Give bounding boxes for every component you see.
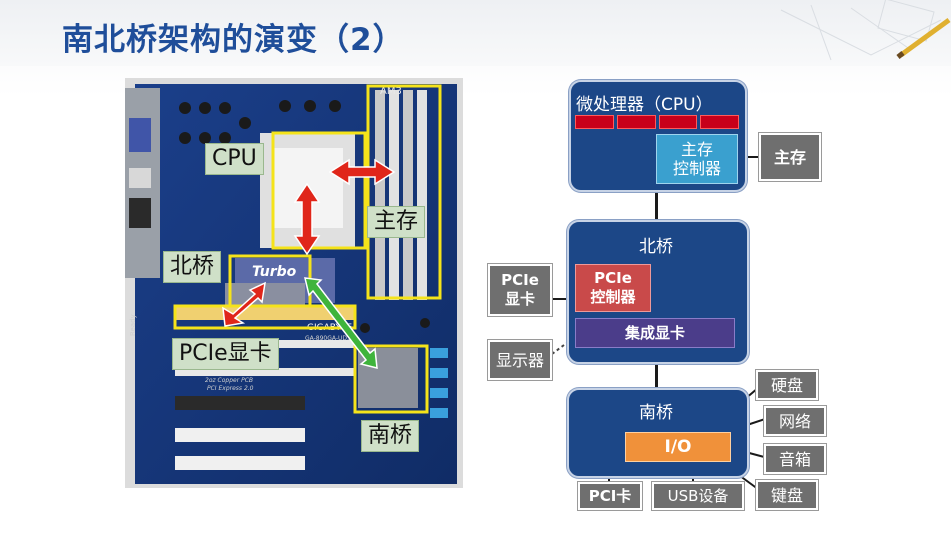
northbridge-southbridge-link <box>655 360 658 388</box>
pencil-icon <box>896 17 951 59</box>
label-southbridge: 南桥 <box>361 420 420 452</box>
cache-block <box>616 115 656 129</box>
main-memory-box: 主存 <box>759 133 821 181</box>
northbridge-title: 北桥 <box>639 237 673 257</box>
svg-text:GA-890GA-UD3: GA-890GA-UD3 <box>305 335 351 342</box>
monitor-box: 显示器 <box>488 340 552 380</box>
pci-card-box: PCI卡 <box>578 482 642 510</box>
cpu-highlight <box>271 131 367 250</box>
memctrl-memory-link <box>738 156 760 158</box>
memory-slots <box>375 90 427 300</box>
cpu-northbridge-link <box>655 190 658 220</box>
cpu-northbridge-arrow <box>293 182 321 256</box>
integrated-gpu: 集成显卡 <box>575 318 735 348</box>
bus-arrows <box>222 158 396 369</box>
svg-text:PCI Express 2.0: PCI Express 2.0 <box>207 385 254 392</box>
cache-block <box>658 115 698 129</box>
pcie-highlight <box>173 304 357 330</box>
motherboard-illustration: AM3 Turbo GIGABYTE GA-890GA-UD3 2oz Copp… <box>125 78 463 488</box>
southbridge-title: 南桥 <box>639 403 673 423</box>
io-controller: I/O <box>625 432 731 462</box>
hdd-box: 硬盘 <box>756 370 818 400</box>
label-pcie-gpu: PCIe显卡 <box>172 338 279 370</box>
svg-text:Ready: Ready <box>129 314 137 336</box>
pcie-card-link <box>553 298 573 300</box>
network-box: 网络 <box>764 406 826 436</box>
cache-block <box>700 115 739 129</box>
cache-block <box>575 115 614 129</box>
northbridge-pcie-arrow <box>222 281 266 327</box>
audio-box: 音箱 <box>764 444 826 474</box>
memory-highlight <box>366 84 442 300</box>
motherboard-photo: AM3 Turbo GIGABYTE GA-890GA-UD3 2oz Copp… <box>125 78 463 488</box>
label-cpu: CPU <box>205 143 264 175</box>
memory-controller: 主存 控制器 <box>656 134 738 184</box>
label-northbridge: 北桥 <box>163 251 222 283</box>
page-title: 南北桥架构的演变（2） <box>62 22 405 58</box>
southbridge-node: 南桥 I/O <box>567 388 749 478</box>
label-memory: 主存 <box>367 206 426 238</box>
cpu-memory-arrow <box>328 158 396 186</box>
cpu-node: 微处理器（CPU） 主存 控制器 <box>569 80 747 192</box>
drafting-decoration <box>780 0 951 61</box>
cpu-title: 微处理器（CPU） <box>576 95 713 115</box>
cache-blocks <box>575 115 739 129</box>
usb-device-box: USB设备 <box>652 482 744 510</box>
northbridge-southbridge-arrow <box>304 277 378 369</box>
pcie-card-box: PCIe 显卡 <box>488 264 552 316</box>
keyboard-box: 键盘 <box>756 480 818 510</box>
svg-text:2oz Copper PCB: 2oz Copper PCB <box>205 377 253 384</box>
title-bar <box>0 0 951 66</box>
northbridge-node: 北桥 PCIe 控制器 集成显卡 <box>567 220 749 364</box>
southbridge-highlight <box>353 344 429 414</box>
svg-text:AM3: AM3 <box>380 86 402 97</box>
turbo-silkscreen: Turbo <box>252 264 297 280</box>
pcie-controller: PCIe 控制器 <box>575 264 651 312</box>
